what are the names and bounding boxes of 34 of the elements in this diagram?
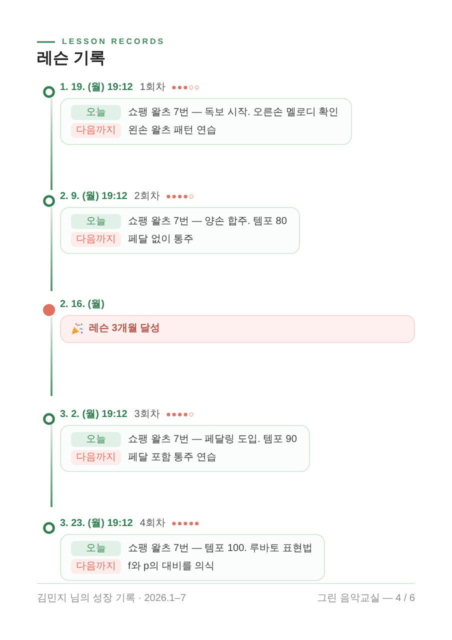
tag-badge: 오늘 (71, 541, 121, 556)
tag-badge: 오늘 (71, 432, 121, 447)
footer-text: 그린 음악교실 — 4 / 6 (317, 592, 415, 605)
page-title: 레슨 기록 (37, 50, 106, 68)
session-count: 3회차 (134, 408, 160, 421)
lesson-note: 쇼팽 왈츠 7번 — 페달링 도입. 템포 90 (128, 433, 297, 447)
date-heading: 1. 19. (월) 19:12 (60, 81, 133, 94)
tag-badge: 오늘 (71, 214, 121, 229)
tag-badge: 다음까지 (71, 450, 121, 465)
rating-dots: ●●●●● (171, 517, 200, 530)
tag-badge: 오늘 (71, 105, 121, 120)
milestone-text: 레슨 3개월 달성 (89, 322, 160, 336)
practice-note: 페달 포함 통주 연습 (128, 451, 216, 465)
lesson-note: 쇼팽 왈츠 7번 — 템포 100. 루바토 표현법 (128, 542, 312, 556)
session-count: 1회차 (140, 81, 166, 94)
practice-note: 왼손 왈츠 패턴 연습 (128, 124, 216, 138)
lesson-note: 쇼팽 왈츠 7번 — 독보 시작. 오른손 멜로디 확인 (128, 106, 339, 120)
rating-dots: ●●●●○ (166, 190, 194, 203)
practice-note: f와 p의 대비를 의식 (128, 560, 215, 574)
tag-badge: 다음까지 (71, 232, 121, 247)
section-eyebrow: LESSON RECORDS (62, 37, 166, 47)
tag-badge: 다음까지 (71, 123, 121, 138)
session-count: 4회차 (140, 517, 166, 530)
rating-dots: ●●●○○ (171, 81, 200, 94)
date-heading: 2. 9. (월) 19:12 (60, 190, 128, 203)
session-count: 2회차 (134, 190, 160, 203)
date-heading: 3. 2. (월) 19:12 (60, 408, 128, 421)
tag-badge: 다음까지 (71, 559, 121, 574)
date-heading: 2. 16. (월) (60, 298, 104, 311)
rating-dots: ●●●●○ (166, 408, 194, 421)
footer-text: 김민지 님의 성장 기록 · 2026.1–7 (37, 592, 186, 605)
practice-note: 페달 없이 통주 (128, 233, 194, 247)
date-heading: 3. 23. (월) 19:12 (60, 517, 133, 530)
lesson-note: 쇼팽 왈츠 7번 — 양손 합주. 템포 80 (128, 215, 287, 229)
